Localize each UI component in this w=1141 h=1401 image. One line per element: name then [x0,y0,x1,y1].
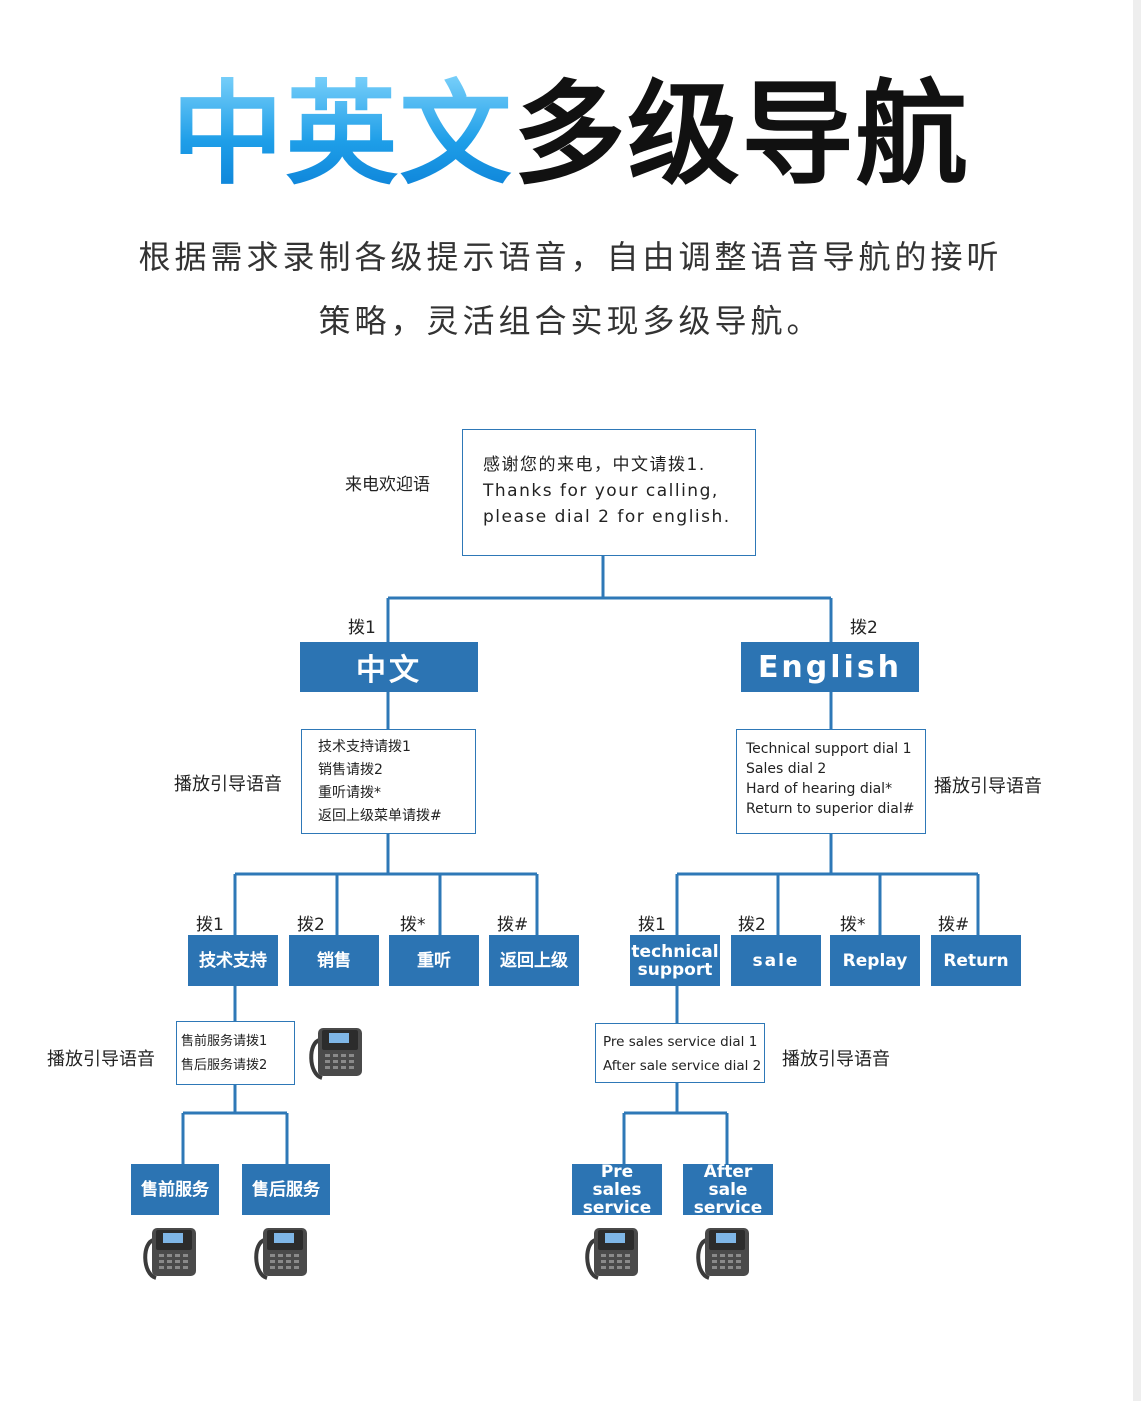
english-prompt-line: Return to superior dial# [746,801,915,817]
node-aftersales-cn: 售后服务 [242,1164,330,1215]
chinese-sub-play-label: 播放引导语音 [47,1049,155,1070]
page-right-edge [1133,0,1141,1401]
english-sub-prompt-line: After sale service dial 2 [603,1058,762,1074]
chinese-menu-prompt-box: 技术支持请拨1 销售请拨2 重听请拨* 返回上级菜单请拨# [301,729,476,834]
desk-phone-icon [585,1228,638,1280]
chinese-prompt-line: 技术支持请拨1 [318,739,411,755]
english-prompt-line: Technical support dial 1 [746,741,912,757]
node-sale-en: sale [731,935,821,986]
english-sub-prompt-box: Pre sales service dial 1 After sale serv… [595,1023,765,1083]
english-sub-prompt-line: Pre sales service dial 1 [603,1034,758,1050]
english-play-label: 播放引导语音 [934,776,1042,797]
dial-label: 拨2 [297,915,325,935]
english-prompt-line: Sales dial 2 [746,761,827,777]
dial-label: 拨# [938,915,970,935]
chinese-prompt-line: 重听请拨* [318,785,381,801]
node-return-cn: 返回上级 [489,935,579,986]
english-menu-prompt-box: Technical support dial 1 Sales dial 2 Ha… [736,729,926,834]
title-blue-part: 中英文 [171,70,514,200]
dial-label: 拨* [400,915,426,935]
dial-label-english: 拨2 [850,618,878,638]
welcome-line-3: please dial 2 for english. [483,507,731,527]
welcome-line-1: 感谢您的来电，中文请拨1. [483,455,706,475]
node-tech-support-en: technical support [630,935,720,986]
desk-phone-icon [143,1228,196,1280]
node-presales-en: Pre sales service [572,1163,662,1217]
dial-label-chinese: 拨1 [348,618,376,638]
dial-label: 拨* [840,915,866,935]
english-sub-play-label: 播放引导语音 [782,1049,890,1070]
dial-label: 拨2 [738,915,766,935]
welcome-line-2: Thanks for your calling, [483,481,719,501]
chinese-sub-prompt-line: 售后服务请拨2 [181,1058,268,1073]
chinese-prompt-line: 销售请拨2 [318,762,383,778]
node-replay-cn: 重听 [389,935,479,986]
dial-label: 拨# [497,915,529,935]
dial-label: 拨1 [638,915,666,935]
chinese-sub-prompt-line: 售前服务请拨1 [181,1034,268,1049]
english-prompt-line: Hard of hearing dial* [746,781,893,797]
chinese-play-label: 播放引导语音 [174,774,282,795]
dial-label: 拨1 [196,915,224,935]
desk-phone-icon [254,1228,307,1280]
title-black-part: 多级导航 [513,70,970,200]
node-replay-en: Replay [830,935,920,986]
subtitle-line-1: 根据需求录制各级提示语音，自由调整语音导航的接听 [138,238,1003,276]
node-sales-cn: 销售 [289,935,379,986]
chinese-sub-prompt-box: 售前服务请拨1 售后服务请拨2 [176,1021,295,1085]
node-chinese: 中文 [300,642,478,692]
welcome-label: 来电欢迎语 [345,475,430,495]
desk-phone-icon [309,1028,362,1080]
page-title: 中英文多级导航 [0,70,1141,200]
desk-phone-icon [696,1228,749,1280]
subtitle-line-2: 策略，灵活组合实现多级导航。 [318,302,823,340]
node-english: English [741,642,919,692]
welcome-prompt-box: 感谢您的来电，中文请拨1. Thanks for your calling, p… [462,429,756,556]
chinese-prompt-line: 返回上级菜单请拨# [318,808,442,824]
node-tech-support-cn: 技术支持 [188,935,278,986]
node-return-en: Return [931,935,1021,986]
node-presales-cn: 售前服务 [131,1164,219,1215]
node-aftersales-en: After sale service [683,1163,773,1217]
